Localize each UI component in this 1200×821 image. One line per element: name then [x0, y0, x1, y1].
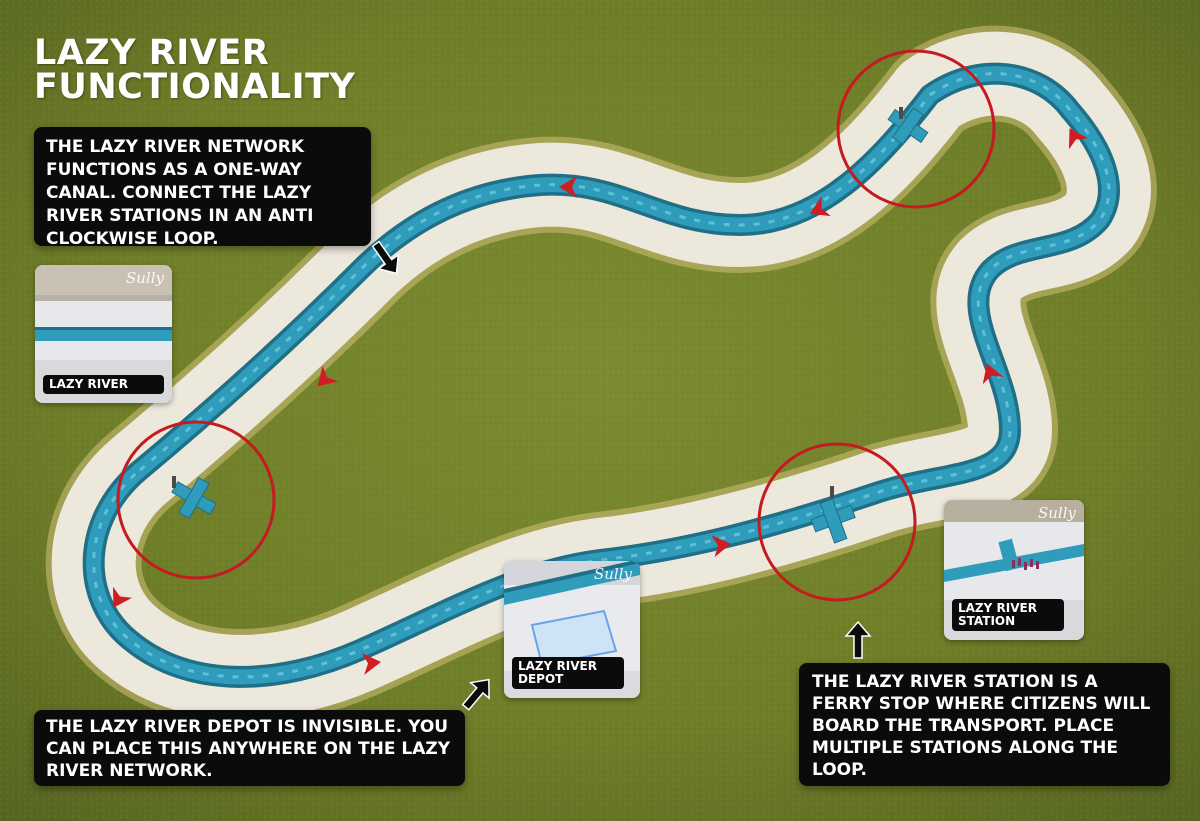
flow-arrows: [112, 128, 1089, 675]
lazy-river-label: LAZY RIVER: [43, 375, 164, 394]
highlight-circle-top: [836, 49, 996, 209]
station-thumbnail: Sully LAZY RIVER STATION: [944, 500, 1084, 640]
station-top-right: [887, 107, 929, 145]
station-label: LAZY RIVER STATION: [952, 599, 1064, 631]
black-arrow-icon: [371, 240, 400, 275]
red-chevron-icon: [559, 176, 577, 198]
station-callout: THE LAZY RIVER STATION IS A FERRY STOP W…: [799, 663, 1170, 786]
red-chevron-icon: [1068, 128, 1089, 150]
network-callout: THE LAZY RIVER NETWORK FUNCTIONS AS A ON…: [34, 127, 371, 249]
red-chevron-icon: [982, 363, 1004, 385]
red-chevron-icon: [809, 196, 831, 217]
station-bottom-right: [810, 486, 856, 544]
black-arrow-icon: [461, 678, 490, 711]
lazy-river-loop: [45, 25, 1157, 725]
card-signature: Sully: [593, 565, 632, 583]
depot-callout: THE LAZY RIVER DEPOT IS INVISIBLE. YOU C…: [34, 710, 465, 786]
title-line-1: LAZY RIVER: [34, 33, 270, 73]
red-chevron-icon: [112, 586, 133, 608]
page-title: LAZY RIVER FUNCTIONALITY: [34, 33, 356, 107]
depot-label: LAZY RIVER DEPOT: [512, 657, 624, 689]
red-chevron-icon: [361, 653, 381, 675]
red-chevron-icon: [317, 365, 339, 387]
title-line-2: FUNCTIONALITY: [34, 67, 356, 107]
highlight-circle-left: [116, 420, 276, 580]
station-left: [171, 476, 217, 520]
card-signature: Sully: [125, 269, 164, 287]
station-markers: [171, 107, 929, 544]
depot-thumbnail: Sully LAZY RIVER DEPOT: [504, 561, 640, 698]
highlight-circle-bottom: [757, 442, 917, 602]
black-arrow-icon: [844, 620, 872, 659]
red-chevron-icon: [711, 535, 731, 558]
lazy-river-thumbnail: Sully LAZY RIVER: [35, 265, 172, 403]
highlight-circles: [116, 49, 996, 602]
pointer-arrows: [371, 240, 872, 711]
card-signature: Sully: [1037, 504, 1076, 522]
river-ripples: [92, 72, 1111, 679]
